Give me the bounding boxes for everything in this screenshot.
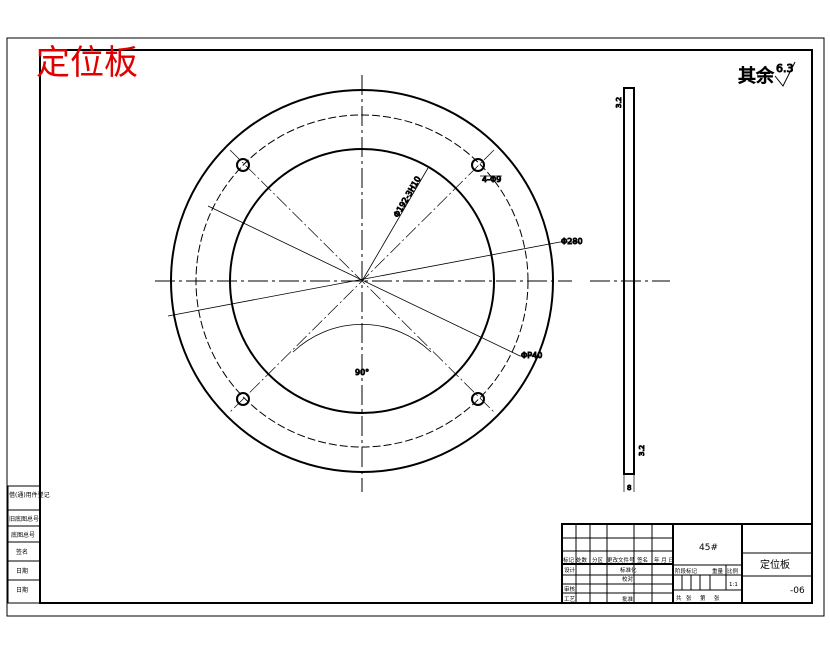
- part-name: 定位板: [760, 558, 790, 571]
- rev-header: 签名: [637, 556, 648, 564]
- angle-arc: [292, 324, 432, 353]
- title-block: [561, 523, 813, 604]
- thickness-label: 8: [627, 484, 631, 492]
- outer-diameter-label: Φ280: [561, 237, 583, 246]
- part-number: -06: [790, 586, 805, 596]
- role-review: 审核: [564, 585, 576, 593]
- dim-line-inner: [361, 167, 429, 282]
- role-process: 工艺: [564, 596, 576, 603]
- stage-header: 比例: [727, 567, 739, 575]
- material-label: 45#: [699, 543, 718, 553]
- stage-header: 重量: [712, 567, 724, 575]
- stage-header: 阶段标记: [675, 567, 698, 575]
- bolt-circle: [195, 114, 529, 448]
- hole-pattern-label: 4-Φ9: [482, 175, 501, 184]
- rev-header: 分区: [592, 556, 604, 564]
- sheet-label: 第: [700, 594, 706, 602]
- bolt-hole: [236, 392, 250, 406]
- role-check: 校对: [622, 575, 634, 583]
- bolt-hole: [471, 392, 485, 406]
- side-view: [590, 87, 670, 492]
- role-approve: 批准: [622, 595, 634, 603]
- role-design: 设计: [564, 566, 576, 574]
- left-strip-cell: 借(通)用件登记: [9, 491, 50, 499]
- rev-header: 年 月 日: [654, 556, 674, 564]
- bolt-hole: [236, 158, 250, 172]
- rev-header: 标记: [563, 556, 575, 564]
- inner-circle: [229, 148, 495, 414]
- bolt-hole: [471, 158, 485, 172]
- role-standard: 标准化: [620, 566, 637, 574]
- left-strip: [7, 485, 41, 604]
- sheet-label: 张: [686, 594, 692, 602]
- outer-circle: [170, 89, 554, 473]
- front-view: [155, 75, 580, 492]
- roughness-bottom: 3.2: [638, 445, 646, 456]
- rev-header: 处数: [576, 556, 588, 564]
- inner-frame: [39, 49, 813, 604]
- left-strip-cell: 日期: [16, 586, 28, 594]
- inner-diameter-label: Φ192-3H10: [392, 175, 423, 219]
- outer-frame: [6, 37, 825, 617]
- scale-value: 1:1: [729, 582, 738, 588]
- roughness-note-label: 其余: [738, 66, 774, 87]
- bolt-circle-label: ΦP40: [521, 351, 542, 360]
- roughness-top: 3.2: [615, 97, 623, 108]
- sheet-label: 张: [714, 594, 720, 602]
- roughness-symbol-icon: [774, 61, 796, 87]
- sheet-label: 共: [676, 594, 682, 602]
- left-strip-cell: 底图总号: [11, 531, 35, 539]
- left-strip-cell: 旧底图总号: [9, 515, 39, 523]
- dim-line-outer: [167, 241, 561, 317]
- dim-line-bolt: [207, 205, 521, 357]
- drawing-title: 定位板: [36, 43, 138, 83]
- left-strip-cell: 日期: [16, 567, 28, 575]
- roughness-note-value: 6.3: [776, 62, 794, 75]
- angle-label: 90°: [355, 368, 369, 377]
- left-strip-cell: 签名: [16, 548, 28, 556]
- rev-header: 更改文件号: [607, 556, 635, 564]
